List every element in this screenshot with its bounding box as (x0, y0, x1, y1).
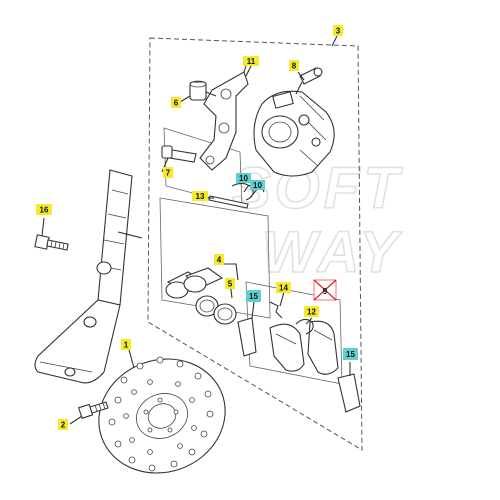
pad-support-14 (269, 301, 283, 319)
svg-text:13: 13 (196, 192, 205, 201)
callout-11[interactable]: 11 (243, 56, 259, 66)
svg-text:16: 16 (40, 206, 49, 215)
front-fork (34, 169, 143, 384)
brake-disc (98, 356, 226, 474)
pad-spring-12 (295, 318, 314, 335)
callout-9[interactable]: 9 (313, 279, 337, 301)
caliper-bracket (199, 59, 249, 171)
watermark-line2: WAY (262, 220, 403, 285)
svg-text:3: 3 (336, 27, 341, 36)
svg-text:12: 12 (307, 308, 316, 317)
svg-text:8: 8 (292, 62, 297, 71)
brake-pads-9 (269, 320, 339, 375)
callout-8[interactable]: 8 (289, 60, 299, 71)
svg-text:9: 9 (323, 287, 328, 296)
callout-1[interactable]: 1 (121, 339, 131, 350)
svg-text:11: 11 (247, 57, 256, 66)
svg-text:15: 15 (249, 292, 258, 301)
callout-2[interactable]: 2 (58, 419, 68, 430)
pistons-4 (165, 267, 224, 299)
svg-text:7: 7 (166, 169, 171, 178)
svg-text:15: 15 (346, 350, 355, 359)
callout-16[interactable]: 16 (36, 204, 52, 215)
callout-15-left[interactable]: 15 (246, 290, 261, 302)
callout-10-upper[interactable]: 10 (236, 173, 251, 183)
svg-text:10: 10 (239, 174, 248, 183)
bolt-2 (78, 401, 109, 419)
callout-5[interactable]: 5 (225, 278, 235, 289)
watermark: SOFT WAY (231, 155, 403, 286)
svg-text:4: 4 (217, 256, 222, 265)
svg-text:2: 2 (61, 421, 66, 430)
bolt-16 (34, 234, 69, 251)
callout-14[interactable]: 14 (276, 282, 291, 293)
callout-13[interactable]: 13 (192, 191, 208, 201)
seals-5 (195, 295, 237, 325)
callout-3[interactable]: 3 (333, 25, 343, 36)
callout-12[interactable]: 12 (304, 306, 319, 317)
callout-15-right[interactable]: 15 (343, 348, 358, 360)
callout-10-lower[interactable]: 10 (250, 180, 265, 190)
pad-shim-right (337, 373, 361, 413)
svg-text:6: 6 (174, 99, 179, 108)
bleed-valve-8 (295, 67, 323, 95)
svg-text:14: 14 (279, 284, 288, 293)
svg-text:1: 1 (124, 341, 129, 350)
callout-6[interactable]: 6 (171, 97, 181, 108)
pad-shim-left (237, 317, 257, 357)
callout-7[interactable]: 7 (163, 167, 173, 178)
caliper-body (253, 90, 335, 177)
svg-text:5: 5 (228, 280, 233, 289)
caliper-assembly-frame (147, 37, 363, 451)
bushing-6 (189, 80, 217, 101)
callout-labels: 1 2 3 4 5 6 7 8 (36, 25, 358, 430)
slide-pin-7 (161, 145, 197, 163)
callout-4[interactable]: 4 (214, 254, 224, 265)
seal-kit-frame (159, 197, 271, 319)
svg-text:10: 10 (253, 181, 262, 190)
